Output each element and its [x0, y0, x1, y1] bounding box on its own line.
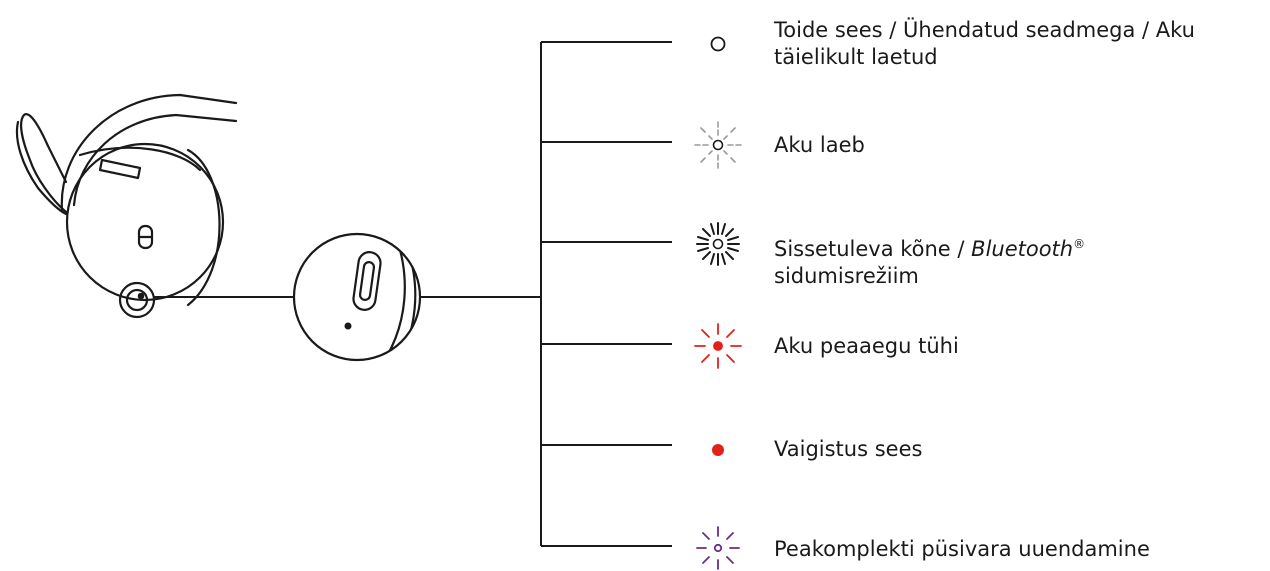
label-power-connected-full: Toide sees / Ühendatud seadmega / Aku tä… [774, 17, 1195, 71]
led-blinking-red-icon [694, 323, 742, 369]
led-pulsing-white-icon [694, 121, 742, 169]
ear-led-ring [118, 281, 156, 319]
zoom-detail [292, 232, 422, 362]
led-solid-white-icon [710, 36, 726, 52]
label-line-1: Toide sees / Ühendatud seadmega / Aku [774, 18, 1195, 42]
ear-cup [65, 142, 225, 302]
label-mute-on: Vaigistus sees [774, 437, 923, 461]
headband [60, 93, 238, 212]
ear-cushion [186, 148, 221, 307]
label-battery-low: Aku peaaegu tühi [774, 334, 959, 358]
led-solid-red-icon [712, 444, 724, 456]
label-charging: Aku laeb [774, 133, 865, 157]
led-blinking-purple-icon [696, 526, 740, 570]
headset-illustration [15, 93, 238, 319]
boom-mic [20, 113, 68, 214]
zoom-led-dot [344, 322, 352, 330]
label-incoming-call-pairing: Sissetuleva kõne / Bluetooth® sidumisrež… [774, 231, 1085, 290]
label-line-2: sidumisrežiim [774, 264, 919, 288]
led-fast-blinking-white-icon [696, 222, 740, 266]
label-line-2: täielikult laetud [774, 45, 938, 69]
bracket-ticks [541, 41, 672, 547]
label-firmware-update: Peakomplekti püsivara uuendamine [774, 537, 1150, 561]
label-line-1: Sissetuleva kõne / Bluetooth® [774, 237, 1086, 261]
